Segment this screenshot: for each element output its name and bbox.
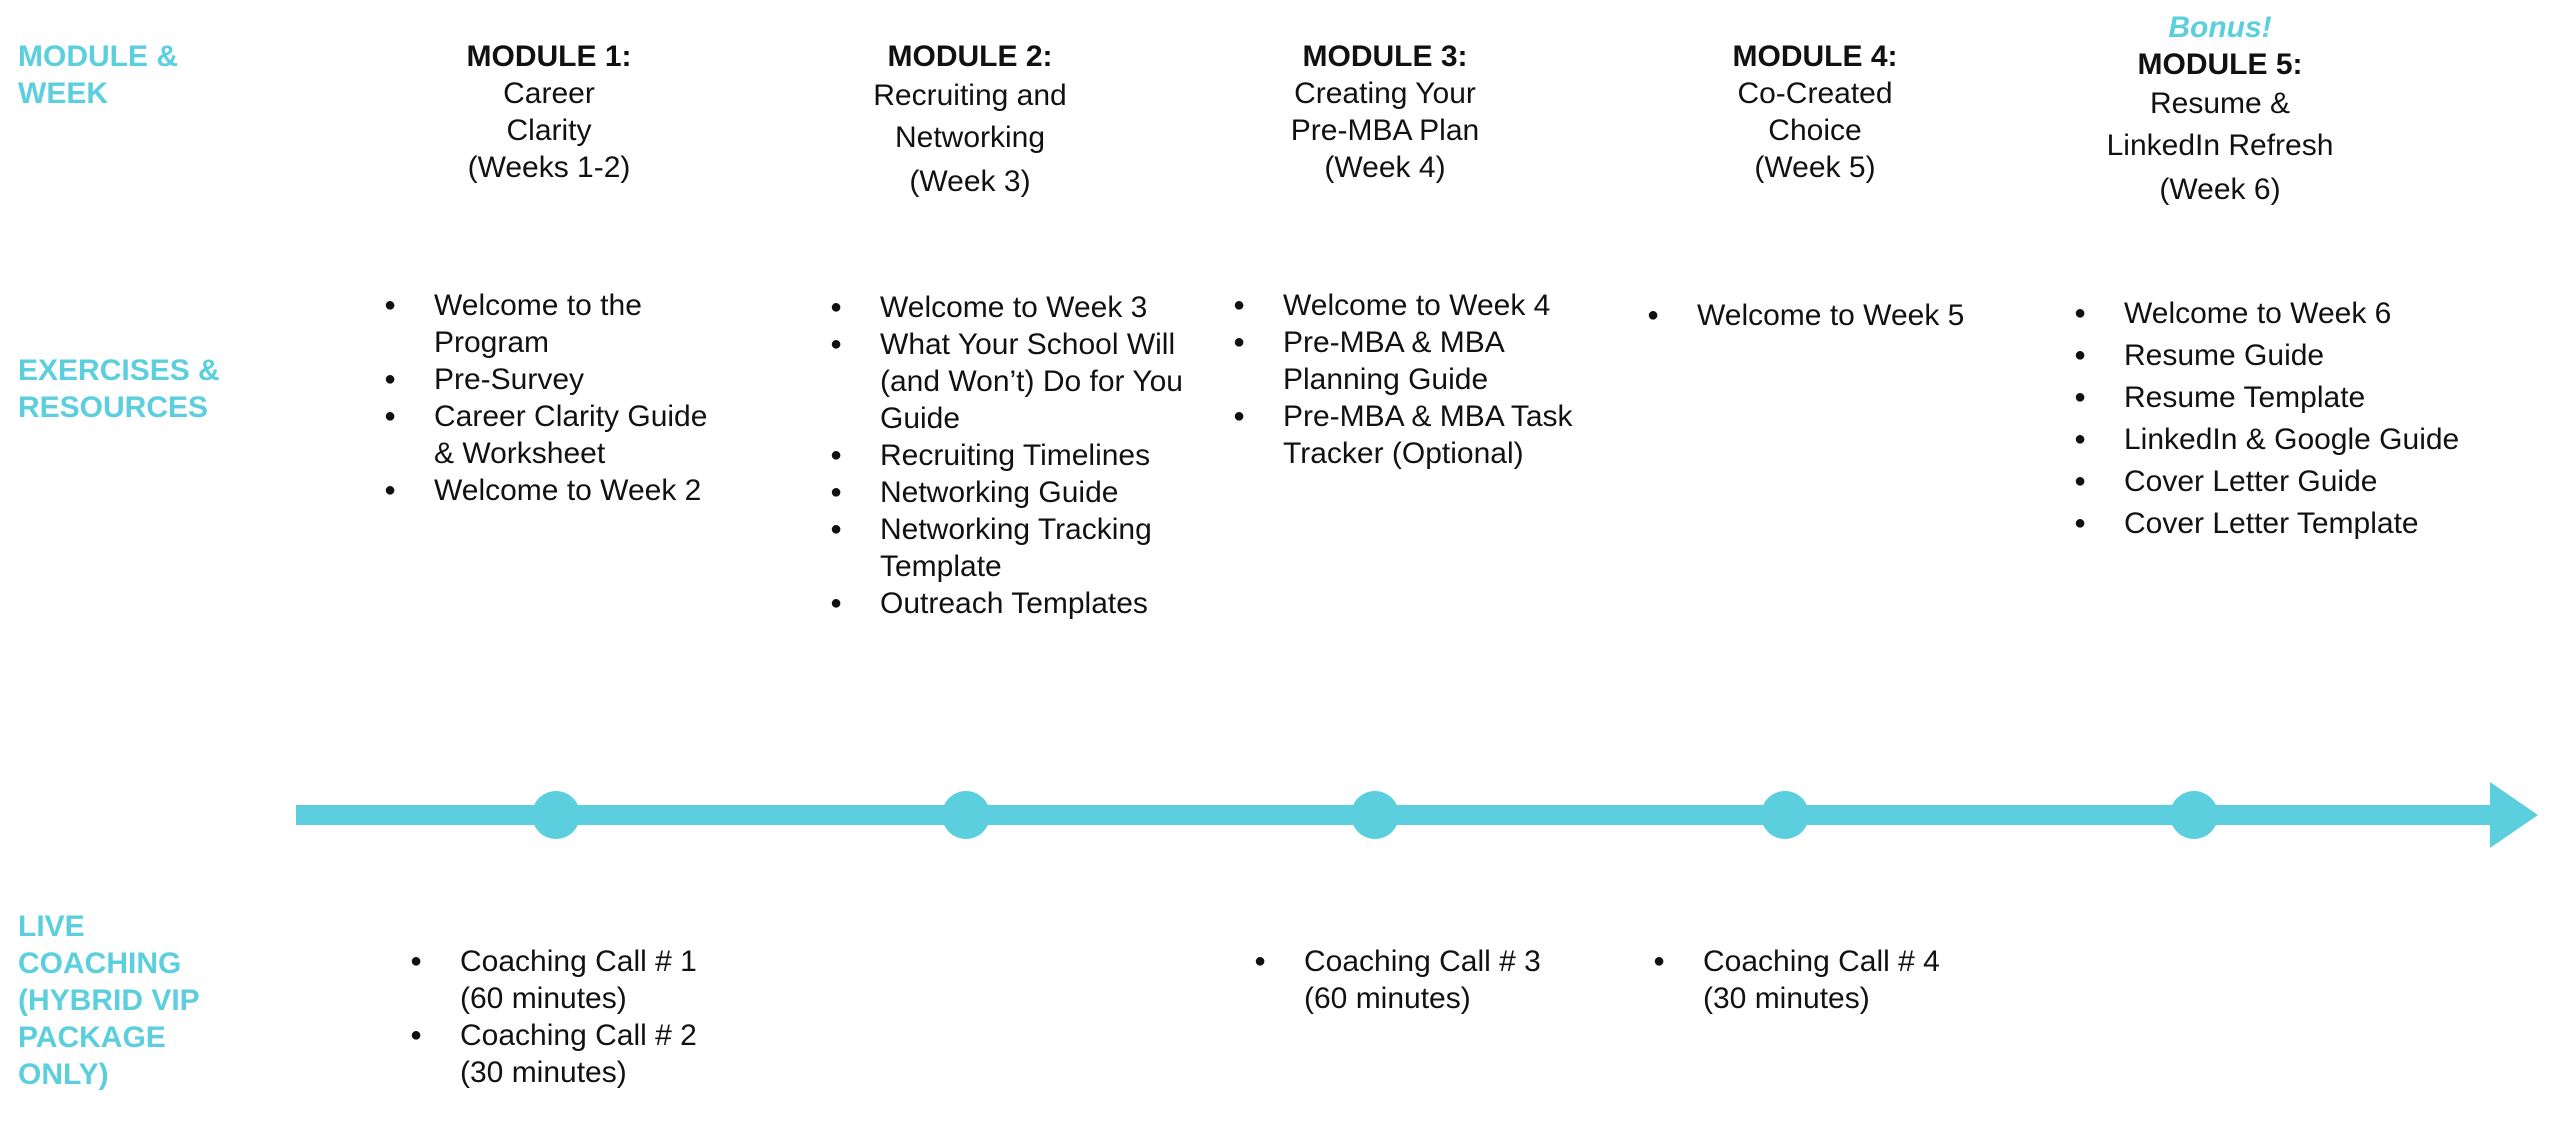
- module-title: MODULE 4:: [1732, 40, 1898, 73]
- module-3-exercises: Welcome to Week 4 Pre-MBA & MBA Planning…: [1233, 287, 1573, 472]
- row-label-module-week: MODULE & WEEK: [18, 40, 178, 110]
- list-item: Welcome to Week 6: [2074, 295, 2514, 332]
- list-item: Cover Letter Guide: [2074, 463, 2514, 500]
- module-1-header: MODULE 1: Career Clarity (Weeks 1-2): [359, 38, 739, 186]
- milestone-dot-module-1: [532, 791, 580, 839]
- module-name: Recruiting and Networking: [873, 79, 1067, 154]
- list-item: Networking Guide: [830, 474, 1200, 511]
- module-title: MODULE 5:: [2137, 48, 2303, 81]
- milestone-dot-module-4: [1761, 791, 1809, 839]
- module-2-exercises: Welcome to Week 3 What Your School Will …: [830, 289, 1200, 622]
- row-label-live-coaching: LIVE COACHING (HYBRID VIP PACKAGE ONLY): [18, 910, 200, 1091]
- list-item: Welcome to the Program: [384, 287, 724, 361]
- module-week: (Week 3): [909, 165, 1031, 198]
- module-name: Career Clarity: [503, 77, 595, 147]
- list-item: Cover Letter Template: [2074, 505, 2514, 542]
- list-item: Coaching Call # 3 (60 minutes): [1254, 943, 1554, 1017]
- list-item: Welcome to Week 4: [1233, 287, 1573, 324]
- module-week: (Week 5): [1754, 151, 1876, 184]
- module-3-header: MODULE 3: Creating Your Pre-MBA Plan (We…: [1195, 38, 1575, 186]
- module-1-coaching: Coaching Call # 1 (60 minutes) Coaching …: [410, 943, 710, 1091]
- list-item: Coaching Call # 2 (30 minutes): [410, 1017, 710, 1091]
- list-item: Pre-MBA & MBA Task Tracker (Optional): [1233, 398, 1573, 472]
- module-1-exercises: Welcome to the Program Pre-Survey Career…: [384, 287, 724, 509]
- list-item: Welcome to Week 2: [384, 472, 724, 509]
- module-4-header: MODULE 4: Co-Created Choice (Week 5): [1625, 38, 2005, 186]
- module-week: (Week 4): [1324, 151, 1446, 184]
- module-title: MODULE 2:: [887, 40, 1053, 73]
- list-item: Career Clarity Guide & Worksheet: [384, 398, 724, 472]
- list-item: Resume Template: [2074, 379, 2514, 416]
- milestone-dot-module-3: [1351, 791, 1399, 839]
- module-name: Co-Created Choice: [1737, 77, 1893, 147]
- list-item: What Your School Will (and Won’t) Do for…: [830, 326, 1200, 437]
- milestone-dot-module-5: [2170, 791, 2218, 839]
- module-week: (Weeks 1-2): [467, 151, 631, 184]
- module-week: (Week 6): [2159, 173, 2281, 206]
- list-item: Resume Guide: [2074, 337, 2514, 374]
- module-5-header: Bonus! MODULE 5: Resume & LinkedIn Refre…: [2030, 9, 2410, 208]
- module-name: Creating Your Pre-MBA Plan: [1290, 77, 1480, 147]
- module-3-coaching: Coaching Call # 3 (60 minutes): [1254, 943, 1554, 1017]
- list-item: Welcome to Week 5: [1647, 297, 2007, 334]
- list-item: Networking Tracking Template: [830, 511, 1200, 585]
- module-title: MODULE 3:: [1302, 40, 1468, 73]
- module-4-coaching: Coaching Call # 4 (30 minutes): [1653, 943, 1953, 1017]
- milestone-dot-module-2: [942, 791, 990, 839]
- list-item: Coaching Call # 1 (60 minutes): [410, 943, 710, 1017]
- module-2-header: MODULE 2: Recruiting and Networking (Wee…: [780, 38, 1160, 200]
- list-item: Outreach Templates: [830, 585, 1200, 622]
- list-item: Pre-Survey: [384, 361, 724, 398]
- module-title: MODULE 1:: [466, 40, 632, 73]
- list-item: Recruiting Timelines: [830, 437, 1200, 474]
- module-name: Resume & LinkedIn Refresh: [2106, 87, 2334, 162]
- list-item: Pre-MBA & MBA Planning Guide: [1233, 324, 1573, 398]
- timeline-arrowhead: [2490, 782, 2538, 848]
- module-5-exercises: Welcome to Week 6 Resume Guide Resume Te…: [2074, 295, 2514, 547]
- module-4-exercises: Welcome to Week 5: [1647, 297, 2007, 334]
- bonus-label: Bonus!: [2168, 11, 2272, 44]
- list-item: Welcome to Week 3: [830, 289, 1200, 326]
- list-item: Coaching Call # 4 (30 minutes): [1653, 943, 1953, 1017]
- row-label-exercises: EXERCISES & RESOURCES: [18, 354, 220, 424]
- list-item: LinkedIn & Google Guide: [2074, 421, 2514, 458]
